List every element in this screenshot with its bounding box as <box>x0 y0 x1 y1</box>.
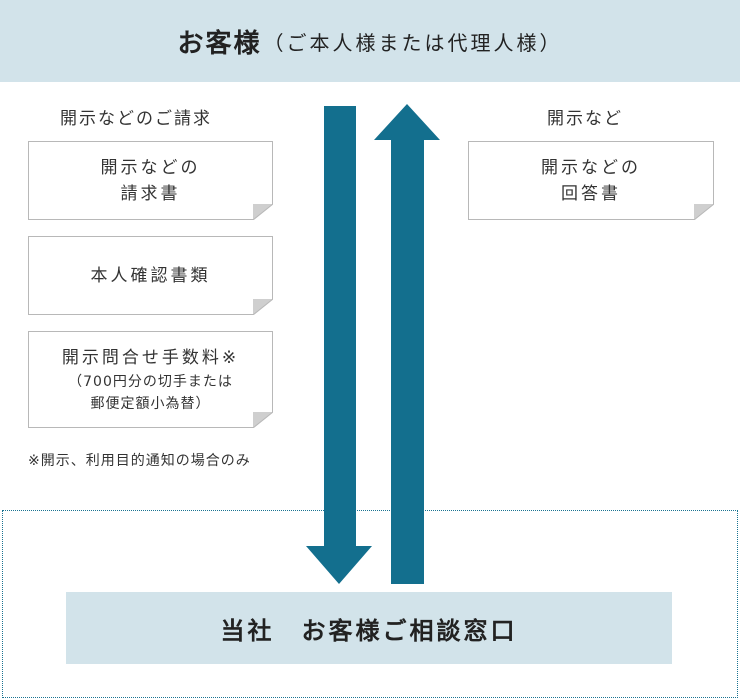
customer-subtitle: （ご本人様または代理人様） <box>263 30 563 55</box>
response-document: 開示などの 回答書 <box>468 141 714 220</box>
request-heading: 開示などのご請求 <box>60 109 212 129</box>
page-fold-icon <box>694 204 714 220</box>
page-fold-icon <box>253 412 273 428</box>
doc-line: 請求書 <box>120 183 181 204</box>
up-arrow-icon <box>374 104 440 584</box>
doc-line: 開示問合せ手数料※ <box>61 347 240 368</box>
doc-line: 開示などの <box>541 157 641 178</box>
page-fold-icon <box>253 299 273 315</box>
page-fold-icon <box>253 204 273 220</box>
doc-line: 本人確認書類 <box>90 265 211 286</box>
customer-title: お客様 <box>177 28 262 59</box>
company-desk: 当社 お客様ご相談窓口 <box>66 592 672 664</box>
doc-line: 回答書 <box>561 183 621 204</box>
down-arrow-icon <box>306 106 372 584</box>
response-heading: 開示など <box>547 109 623 129</box>
identity-document: 本人確認書類 <box>28 236 273 315</box>
doc-small-line: 郵便定額小為替） <box>90 395 211 412</box>
company-frame <box>2 510 738 698</box>
doc-line: 開示などの <box>100 157 201 178</box>
fee-document: 開示問合せ手数料※ （700円分の切手または 郵便定額小為替） <box>28 331 273 428</box>
fee-note: ※開示、利用目的通知の場合のみ <box>28 453 251 469</box>
customer-banner: お客様 （ご本人様または代理人様） <box>0 0 740 82</box>
request-form-document: 開示などの 請求書 <box>28 141 273 220</box>
doc-small-line: （700円分の切手または <box>68 373 233 390</box>
